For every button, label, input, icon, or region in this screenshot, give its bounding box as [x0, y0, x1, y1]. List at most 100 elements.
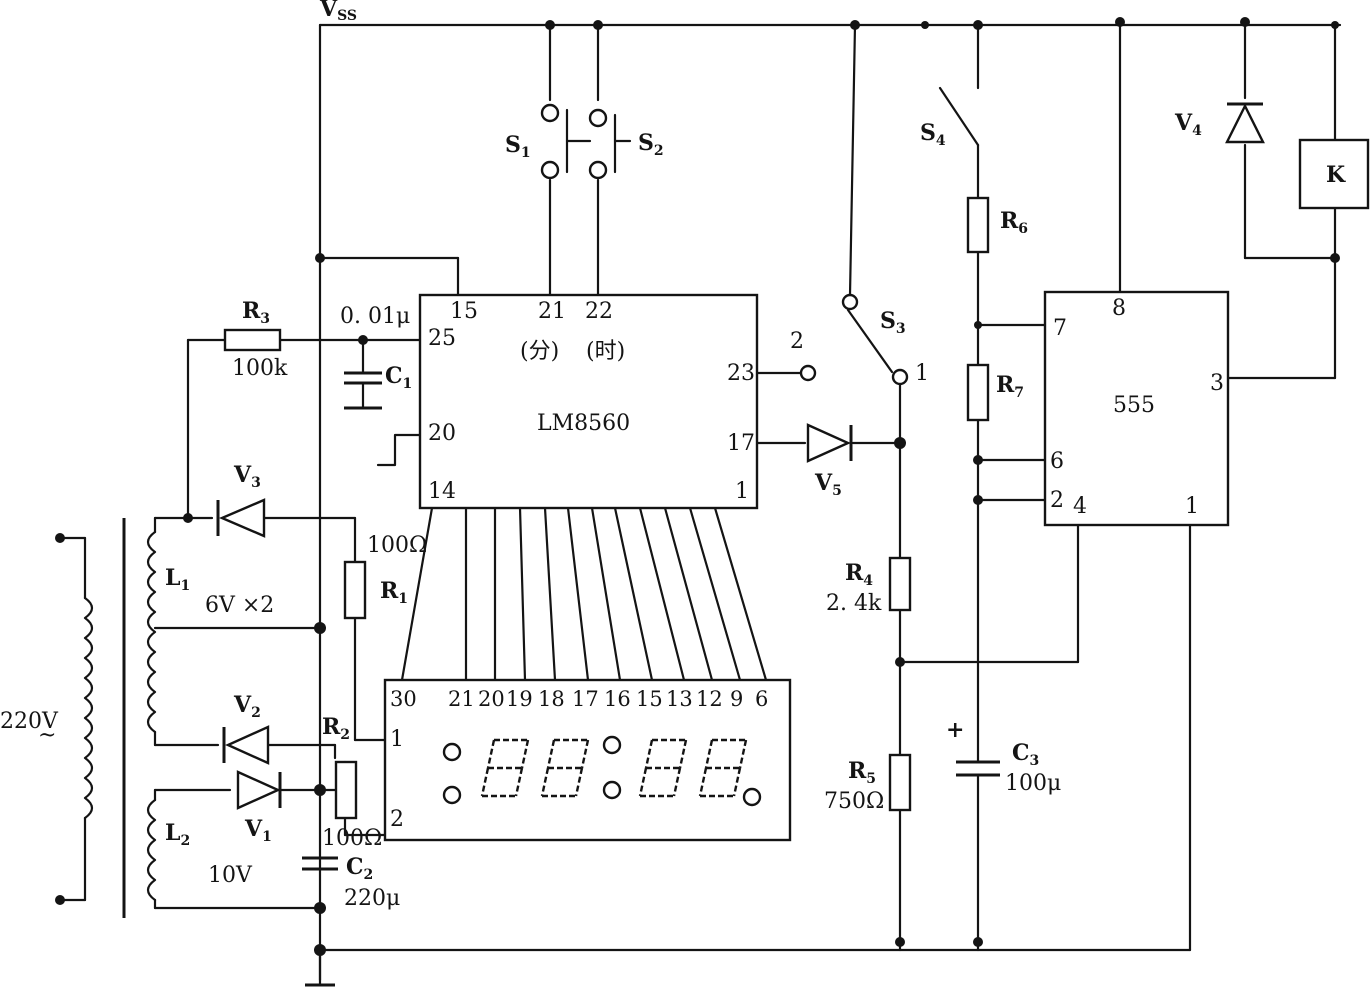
junction-dots	[183, 17, 1340, 956]
ic1-pin-17: 17	[727, 431, 755, 456]
c2-label: C2	[346, 854, 373, 883]
c1-label: C1	[385, 363, 412, 392]
display-colon-dot	[602, 780, 622, 800]
resistor-r5	[888, 753, 912, 812]
ic1-minute-label: (分)	[520, 339, 559, 364]
display-indicator-dot	[442, 742, 462, 762]
display-pin-top: 9	[730, 687, 743, 711]
diode-v4	[1225, 102, 1265, 144]
ic-555	[1043, 290, 1230, 527]
ic1-pin-1: 1	[735, 479, 749, 504]
display-pin-top: 16	[604, 687, 631, 711]
l2-value: 10V	[208, 863, 253, 888]
terminal-2	[799, 364, 817, 382]
ic1-pin-20: 20	[428, 421, 456, 446]
diode-v1	[236, 770, 282, 810]
secondary-winding-l2	[146, 788, 157, 910]
v3-label: V3	[233, 462, 261, 491]
mains-terminal-bottom	[55, 895, 65, 905]
s2-label: S2	[638, 130, 664, 159]
resistor-r6	[966, 196, 990, 254]
v4-label: V4	[1174, 110, 1202, 139]
r6-label: R6	[1000, 208, 1028, 237]
r1-label: R1	[380, 578, 408, 607]
l2-label: L2	[165, 820, 190, 849]
vss-label: VSS	[319, 0, 357, 24]
display-indicator-dot	[442, 785, 462, 805]
l1-label: L1	[165, 565, 190, 594]
r2-value: 100Ω	[322, 826, 382, 851]
ic2-pin-2: 2	[1050, 488, 1064, 513]
resistor-r1	[343, 560, 367, 620]
pulse-symbol	[376, 433, 422, 467]
c2-value: 220μ	[344, 886, 400, 911]
capacitor-c1	[344, 371, 382, 410]
display-pin-top: 21	[448, 687, 475, 711]
ic1-hour-label: (时)	[586, 339, 625, 364]
ic2-pin-6: 6	[1050, 449, 1064, 474]
capacitor-c2	[302, 856, 338, 871]
resistor-r3	[223, 328, 282, 352]
display-pin-top: 30	[390, 687, 417, 711]
v5-label: V5	[814, 470, 842, 499]
display-indicator-dot	[742, 787, 762, 807]
c3-plus: +	[946, 717, 964, 743]
display-colon-dot	[602, 735, 622, 755]
ic1-pin-23: 23	[727, 361, 755, 386]
mains-terminal-top	[55, 533, 65, 543]
diode-v5	[806, 423, 853, 463]
v1-label: V1	[244, 816, 272, 845]
display-pin-top: 19	[506, 687, 533, 711]
s3-terminal-1: 1	[915, 361, 929, 386]
relay-label: K	[1326, 162, 1346, 188]
labels: VSS S1 S2 R3 100k 0. 01μ C1 V3 L1 6V ×2 …	[0, 0, 1346, 911]
ic1-pin-25: 25	[428, 326, 456, 351]
ic1-pin-15: 15	[450, 299, 478, 324]
capacitor-c3	[956, 760, 1000, 777]
display-pin-1: 1	[390, 727, 404, 752]
c3-label: C3	[1012, 740, 1039, 769]
ic2-pin-7: 7	[1053, 316, 1067, 341]
relay-k	[1298, 138, 1370, 210]
diode-v3	[216, 498, 266, 538]
resistor-r7	[966, 363, 990, 422]
ic-lm8560	[418, 293, 759, 510]
display-pin-top: 12	[696, 687, 723, 711]
c1-value: 0. 01μ	[340, 304, 410, 329]
display-pin-top: 13	[666, 687, 693, 711]
seven-segment-digit	[480, 738, 530, 798]
switch-s1	[540, 103, 592, 180]
ic2-pin-3: 3	[1210, 371, 1224, 396]
ic1-pin-22: 22	[585, 299, 613, 324]
display-pin-top: 15	[636, 687, 663, 711]
diode-v2	[222, 725, 270, 765]
ic2-name: 555	[1113, 393, 1155, 418]
r5-label: R5	[848, 758, 876, 787]
switch-s4	[938, 86, 980, 147]
secondary-winding-l1	[146, 516, 157, 747]
display-pin-top: 17	[572, 687, 599, 711]
primary-winding	[63, 536, 94, 902]
r1-value: 100Ω	[367, 533, 427, 558]
display-pin-top: 18	[538, 687, 565, 711]
ic2-pin-4: 4	[1073, 494, 1087, 519]
mains-ac-symbol: ~	[38, 723, 56, 748]
display-pin-2: 2	[390, 807, 404, 832]
ic2-pin-8: 8	[1112, 296, 1126, 321]
display-pin-top: 6	[755, 687, 768, 711]
r5-value: 750Ω	[824, 789, 884, 814]
r7-label: R7	[996, 372, 1024, 401]
ic1-pin-21: 21	[538, 299, 566, 324]
s1-label: S1	[505, 132, 531, 161]
wiring	[153, 23, 1342, 987]
r3-value: 100k	[232, 356, 288, 381]
s3-terminal-2: 2	[790, 329, 804, 354]
r3-label: R3	[242, 298, 270, 327]
led-display	[383, 678, 792, 842]
r4-label: R4	[845, 560, 873, 589]
s3-label: S3	[880, 308, 906, 337]
ic2-pin-1: 1	[1185, 494, 1199, 519]
r4-value: 2. 4k	[826, 591, 882, 616]
